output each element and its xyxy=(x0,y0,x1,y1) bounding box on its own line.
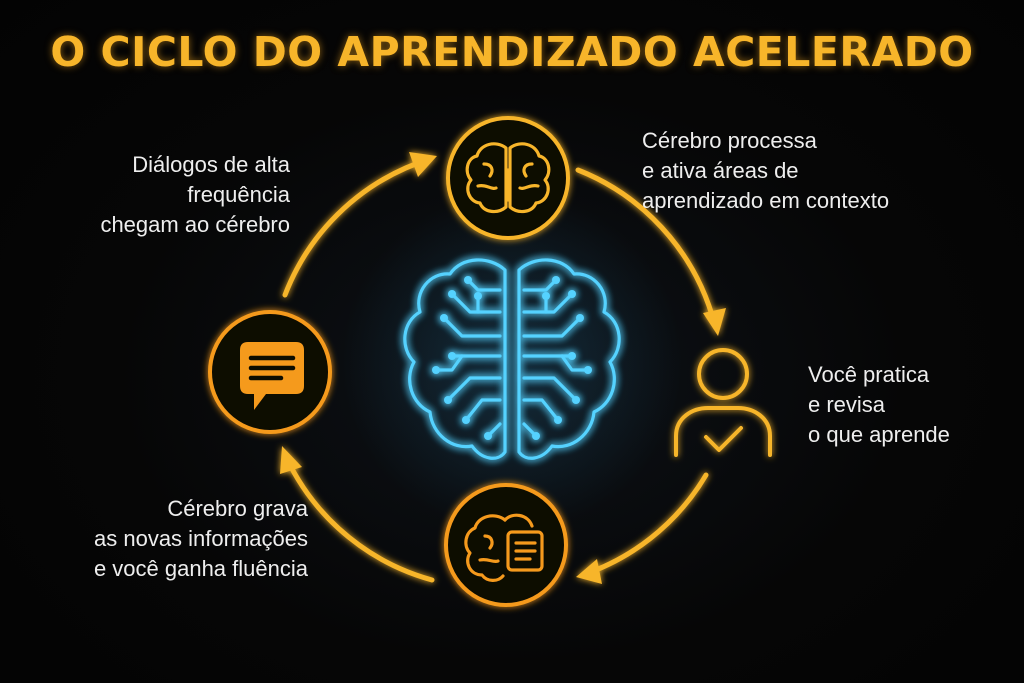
arrow-top-right xyxy=(575,167,715,318)
arrow-bottom-right xyxy=(593,472,709,573)
arrow-bottom-left xyxy=(287,462,435,583)
step-label-line: o que aprende xyxy=(808,422,950,447)
step-label-line: e ativa áreas de xyxy=(642,158,799,183)
circuit-brain-icon xyxy=(403,258,621,460)
step-label-dialogs: Diálogos de alta frequência chegam ao cé… xyxy=(100,150,290,240)
step-label-process: Cérebro processa e ativa áreas de aprend… xyxy=(642,126,889,216)
step-label-line: frequência xyxy=(187,182,290,207)
step-label-line: chegam ao cérebro xyxy=(100,212,290,237)
step-label-line: e revisa xyxy=(808,392,886,417)
step-label-line: Cérebro processa xyxy=(642,128,817,153)
arrowhead-top-right xyxy=(703,308,726,336)
arrow-top-left xyxy=(282,160,421,298)
arrowhead-top-left xyxy=(409,152,437,177)
brain-icon xyxy=(446,116,570,240)
arrowhead-bottom-left xyxy=(280,446,302,474)
arrowhead-bottom-right xyxy=(576,559,602,584)
person-check-icon xyxy=(674,348,772,457)
step-label-practice: Você pratica e revisa o que aprende xyxy=(808,360,950,450)
step-label-line: Você pratica xyxy=(808,362,930,387)
center-halo xyxy=(342,192,682,532)
step-label-record: Cérebro grava as novas informações e voc… xyxy=(94,494,308,584)
brain-document-icon xyxy=(444,483,568,607)
diagram-title: O CICLO DO APRENDIZADO ACELERADO xyxy=(50,28,974,76)
chat-bubble-icon xyxy=(208,310,332,434)
step-label-line: e você ganha fluência xyxy=(93,556,308,581)
step-label-line: Cérebro grava xyxy=(167,496,308,521)
step-label-line: as novas informações xyxy=(94,526,308,551)
step-label-line: Diálogos de alta xyxy=(132,152,290,177)
step-label-line: aprendizado em contexto xyxy=(642,188,890,213)
